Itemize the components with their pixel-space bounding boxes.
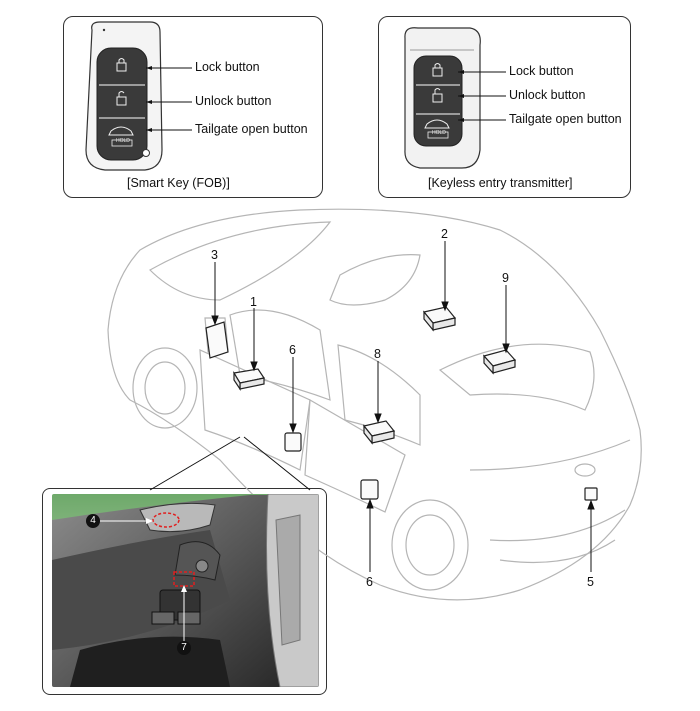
component-number-6-upper: 6 xyxy=(289,343,296,357)
smart-key-caption: [Smart Key (FOB)] xyxy=(127,176,230,190)
smart-key-hold-text: HOLD xyxy=(116,138,130,144)
component-number-8: 8 xyxy=(374,347,381,361)
keyless-transmitter-icon xyxy=(404,27,506,169)
inset-number-4: 4 xyxy=(86,514,100,528)
transmitter-tailgate-label: Tailgate open button xyxy=(509,112,622,126)
component-number-6-lower: 6 xyxy=(366,575,373,589)
smart-key-lock-label: Lock button xyxy=(195,60,260,74)
component-number-5: 5 xyxy=(587,575,594,589)
zoom-line-left xyxy=(149,436,241,491)
transmitter-unlock-label: Unlock button xyxy=(509,88,586,102)
transmitter-lock-label: Lock button xyxy=(509,64,574,78)
smart-key-tailgate-label: Tailgate open button xyxy=(195,122,308,136)
smart-key-unlock-label: Unlock button xyxy=(195,94,272,108)
component-number-2: 2 xyxy=(441,227,448,241)
transmitter-caption: [Keyless entry transmitter] xyxy=(428,176,573,190)
inset-number-7: 7 xyxy=(177,641,191,655)
car-components xyxy=(205,306,598,501)
transmitter-hold-text: HOLD xyxy=(432,130,446,136)
number-leader-lines xyxy=(211,241,595,572)
zoom-line-right xyxy=(243,436,311,491)
component-number-3: 3 xyxy=(211,248,218,262)
smart-key-fob-icon xyxy=(85,21,192,171)
component-number-9: 9 xyxy=(502,271,509,285)
component-number-1: 1 xyxy=(250,295,257,309)
